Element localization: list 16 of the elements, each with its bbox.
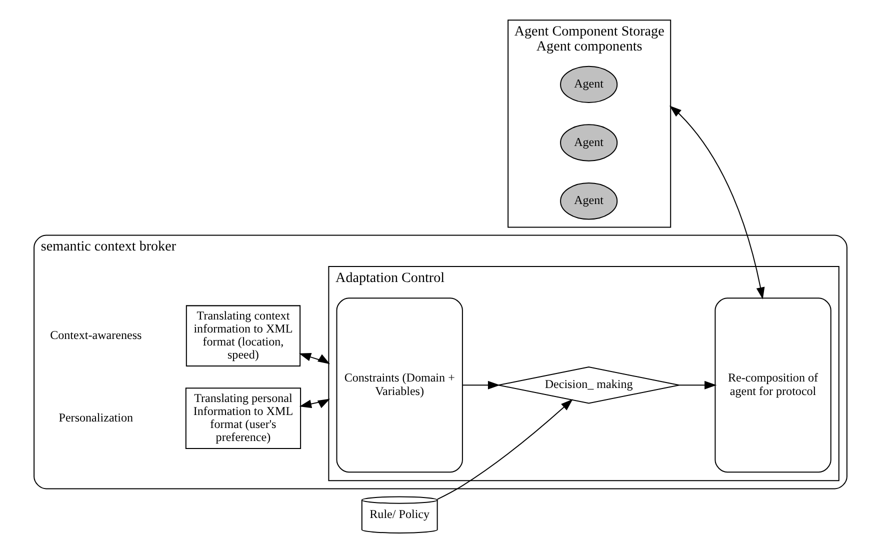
node-box: Re-composition of agent for protocol [714, 298, 832, 473]
label: Personalization [58, 410, 134, 424]
node-box: Constraints (Domain + Variables) [336, 298, 463, 473]
arrow [669, 106, 765, 300]
arrow [299, 398, 330, 408]
node-ellipse: Agent [560, 182, 618, 220]
arrow [462, 380, 500, 390]
arrow [679, 380, 717, 390]
node-box: Translating context information to XML format (location, speed) [186, 305, 301, 367]
node-box: Translating personal Information to XML format (user's preference) [185, 388, 302, 449]
arrow [298, 352, 330, 364]
arrow [437, 399, 573, 500]
node-ellipse: Agent [560, 124, 618, 162]
label: Context-awareness [50, 328, 142, 342]
node-ellipse: Agent [560, 66, 618, 104]
node-diamond: Decision_ making [498, 366, 680, 404]
